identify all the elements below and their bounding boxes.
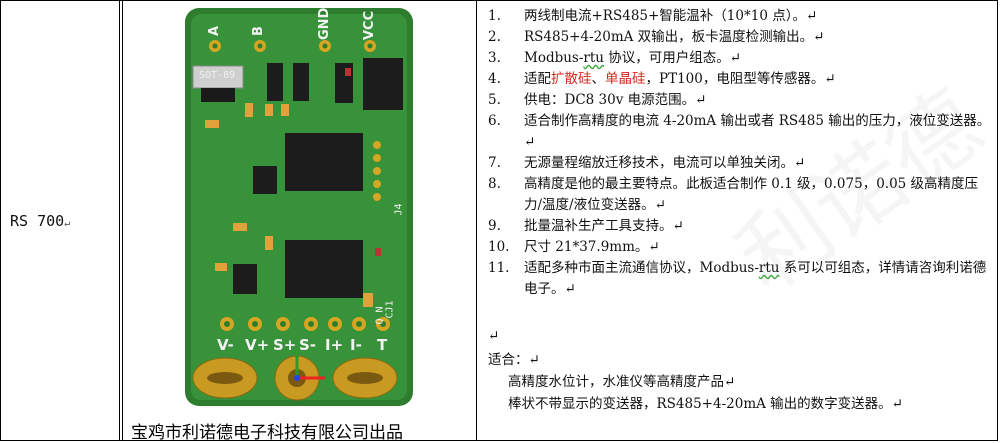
spec-list: 1.两线制电流+RS485+智能温补（10*10 点）。↵ 2.RS485+4-… xyxy=(488,6,993,300)
pcb-drawing xyxy=(185,8,413,406)
list-item: 8.高精度是他的最主要特点。此板适合制作 0.1 级，0.075，0.05 级高… xyxy=(488,176,979,213)
pin-label-v-minus: V- xyxy=(217,336,234,354)
list-item: 4.适配扩散硅、单晶硅，PT100，电阻型等传感器。↵ xyxy=(488,71,836,87)
list-item: 2.RS485+4-20mA 双输出，板卡温度检测输出。↵ xyxy=(488,29,825,45)
pin-label-vcc: VCC xyxy=(362,10,377,40)
suitable-title: 适合：↵ xyxy=(488,352,540,368)
model-name: RS 700↵ xyxy=(10,212,71,230)
company-caption: 宝鸡市利诺德电子科技有限公司出品 xyxy=(131,423,403,443)
list-item: 10.尺寸 21*37.9mm。↵ xyxy=(488,239,660,255)
pin-label-a: A xyxy=(207,25,222,36)
pin-label-i-plus: I+ xyxy=(325,336,344,354)
silk-cj1: CJ1 xyxy=(384,300,396,319)
list-item: 3.Modbus-rtu 协议，可用户组态。↵ xyxy=(488,50,742,66)
list-item: 11.适配多种市面主流通信协议，Modbus-rtu 系可以可组态，详情请咨询利… xyxy=(488,260,987,297)
silk-qn: Q N xyxy=(374,306,386,325)
silk-j4: J4 xyxy=(393,203,405,216)
pin-label-v-plus: V+ xyxy=(245,336,270,354)
silk-sot89: SOT-89 xyxy=(199,70,236,81)
suitable-line-1: 高精度水位计，水准仪等高精度产品↵ xyxy=(508,374,736,390)
pin-label-i-minus: I- xyxy=(350,336,362,354)
paragraph-mark: ↵ xyxy=(488,328,500,344)
pin-label-s-minus: S- xyxy=(299,336,317,354)
pin-label-gnd: GND xyxy=(317,7,332,40)
list-item: 5.供电：DC8 30v 电源范围。↵ xyxy=(488,92,707,108)
pcb-board-image: A B GND VCC SOT-89 J4 CJ1 Q N V- V+ S+ S… xyxy=(185,8,415,412)
list-item: 7.无源量程缩放迁移技术，电流可以单独关闭。↵ xyxy=(488,155,806,171)
list-item: 9.批量温补生产工具支持。↵ xyxy=(488,218,684,234)
suitable-line-2: 棒状不带显示的变送器，RS485+4-20mA 输出的数字变送器。↵ xyxy=(508,396,903,412)
table-divider xyxy=(119,0,120,441)
table-divider xyxy=(122,0,123,441)
list-item: 6.适合制作高精度的电流 4-20mA 输出或者 RS485 输出的压力，液位变… xyxy=(488,113,991,150)
list-item: 1.两线制电流+RS485+智能温补（10*10 点）。↵ xyxy=(488,8,818,24)
pin-label-b: B xyxy=(251,26,266,36)
pin-label-t: T xyxy=(377,336,388,354)
table-divider xyxy=(476,0,477,441)
pin-label-s-plus: S+ xyxy=(273,336,297,354)
